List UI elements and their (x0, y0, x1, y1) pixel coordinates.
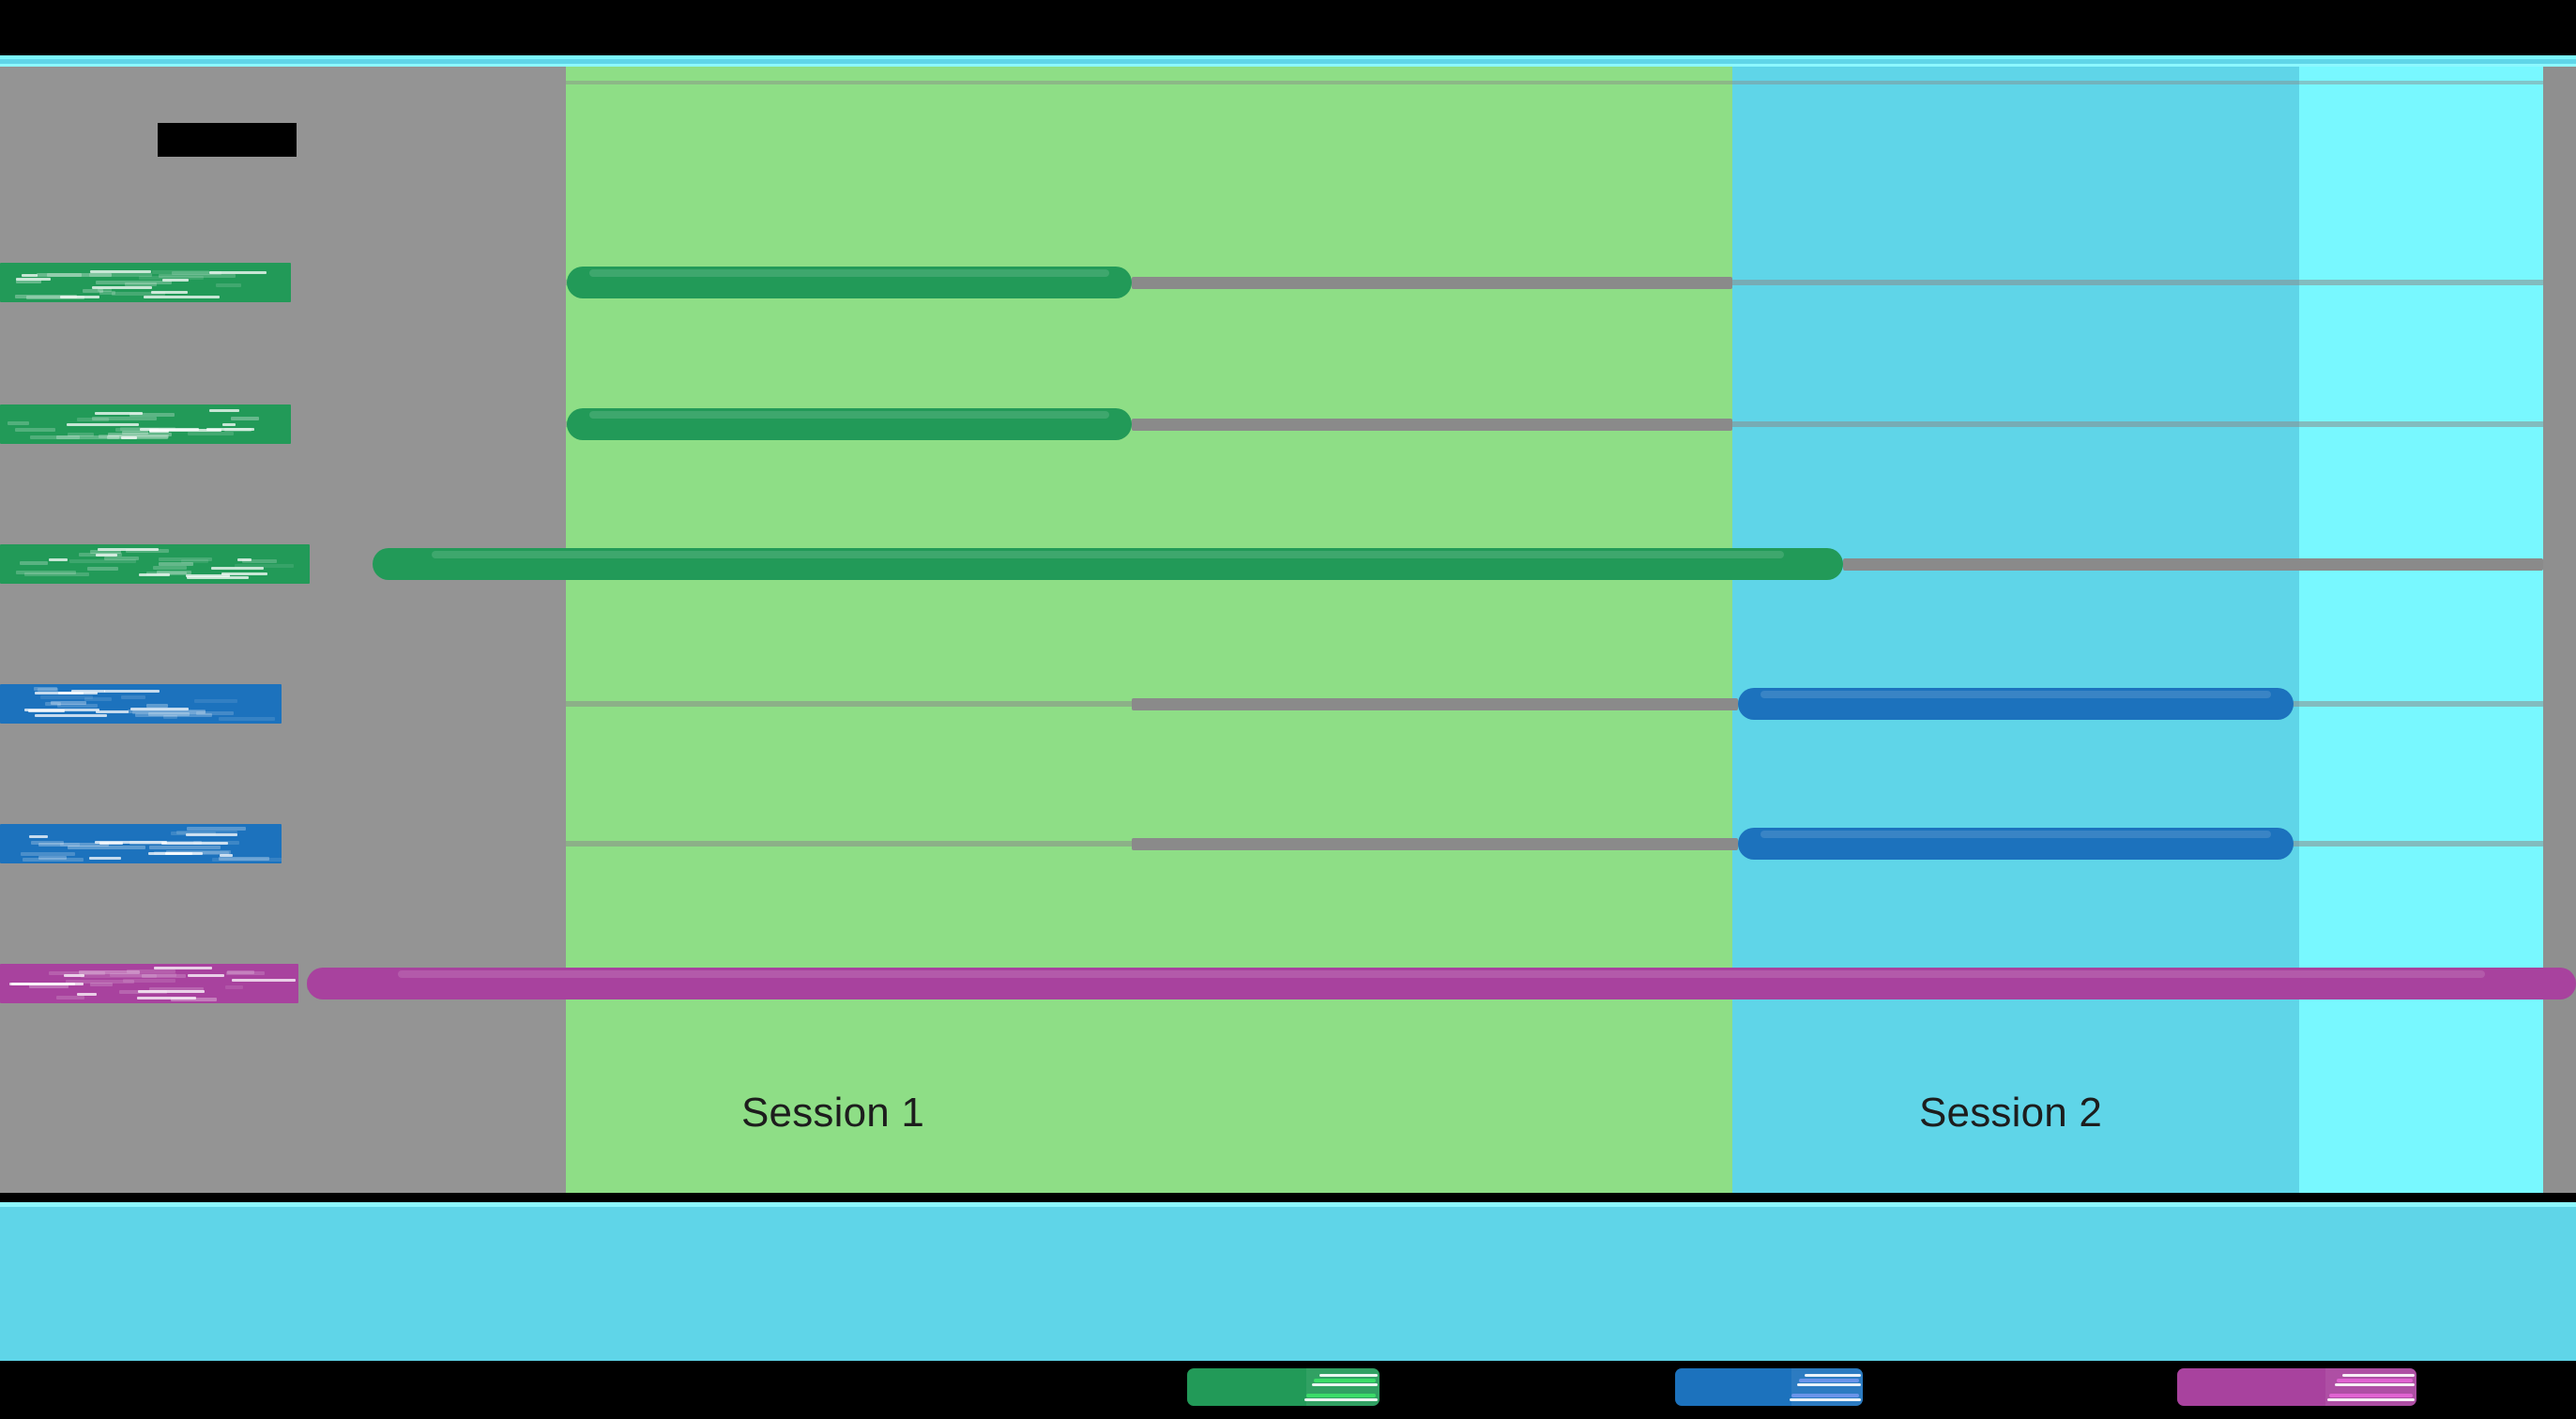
gantt-bar[interactable] (567, 267, 1132, 298)
bar-track (1132, 419, 1732, 431)
redacted-label-text (0, 684, 282, 724)
legend-blue[interactable] (1675, 1368, 1863, 1406)
session-2-caption: Session 2 (1919, 1090, 2103, 1136)
row-label-1 (0, 263, 291, 302)
redacted-label-text (0, 964, 298, 1003)
bar-highlight (1760, 691, 2272, 698)
row-label-column (0, 67, 566, 1193)
legend-label-redacted (1314, 1379, 1376, 1382)
top-rail-lower (0, 64, 2576, 67)
redacted-label-text (0, 824, 282, 863)
legend-label-redacted (2327, 1398, 2415, 1401)
redacted-label-text (0, 544, 310, 584)
row-label-3 (0, 544, 310, 584)
legend-label-redacted (1304, 1398, 1378, 1401)
legend-green[interactable] (1187, 1368, 1379, 1406)
redacted-label-text (0, 263, 291, 302)
gantt-bar[interactable] (1738, 828, 2294, 860)
redacted-label-text (0, 404, 291, 444)
legend-label-redacted (1306, 1394, 1376, 1397)
bar-highlight (589, 411, 1109, 419)
row-label-5 (0, 824, 282, 863)
legend-label-redacted (1790, 1398, 1861, 1401)
legend-magenta[interactable] (2177, 1368, 2416, 1406)
session-1-caption: Session 1 (741, 1090, 925, 1136)
bar-highlight (1760, 831, 2272, 838)
gantt-bar[interactable] (1738, 688, 2294, 720)
top-gridline (566, 81, 2543, 84)
bar-track (1132, 838, 1738, 850)
session-3-band (2299, 67, 2543, 1193)
bar-track (1132, 277, 1732, 289)
footer-panel (0, 1207, 2576, 1361)
legend-label-redacted (1312, 1383, 1378, 1386)
gantt-bar[interactable] (307, 968, 2576, 999)
legend-label-redacted (1319, 1374, 1378, 1377)
legend-label-redacted (1797, 1383, 1861, 1386)
legend-label-redacted (2337, 1379, 2413, 1382)
bar-track (1132, 698, 1738, 710)
gantt-chart-plot: Session 1 Session 2 (0, 67, 2576, 1193)
legend-label-redacted (1805, 1374, 1861, 1377)
row-label-6 (0, 964, 298, 1003)
gantt-bar[interactable] (373, 548, 1843, 580)
session-1-band (566, 67, 1732, 1193)
bar-highlight (397, 970, 2486, 978)
legend (0, 1361, 2576, 1419)
bar-highlight (431, 551, 1785, 558)
bar-track (1843, 558, 2543, 571)
top-rail-upper (0, 55, 2576, 59)
legend-label-redacted (1791, 1394, 1859, 1397)
footer-top-rail (0, 1202, 2576, 1207)
bar-highlight (589, 269, 1109, 277)
session-2-band (1732, 67, 2299, 1193)
row-label-2 (0, 404, 291, 444)
legend-label-redacted (1799, 1379, 1859, 1382)
top-rail-middle (0, 59, 2576, 64)
vertical-scrollbar[interactable] (2543, 67, 2576, 1193)
gantt-bar[interactable] (567, 408, 1132, 440)
redacted-title-block (158, 123, 297, 157)
legend-label-redacted (2329, 1394, 2413, 1397)
legend-label-redacted (2342, 1374, 2415, 1377)
row-label-4 (0, 684, 282, 724)
legend-label-redacted (2335, 1383, 2415, 1386)
